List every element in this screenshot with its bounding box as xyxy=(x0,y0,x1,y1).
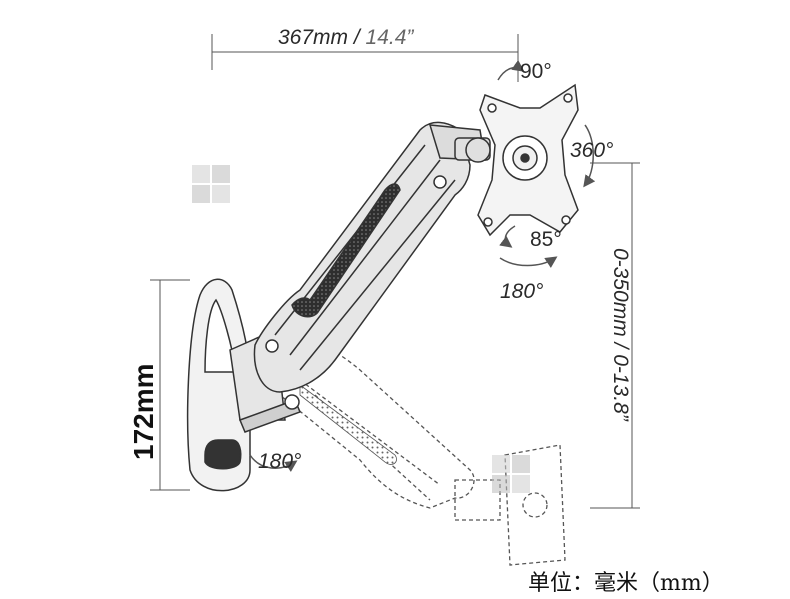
lowered-arm-mesh xyxy=(299,384,397,465)
motion-arrows xyxy=(249,59,596,472)
reach-dimension-line xyxy=(590,162,640,509)
vesa-plate xyxy=(477,83,579,237)
base-swivel-label: 180° xyxy=(258,450,302,473)
width-dimension-label: 367mm / 14.4” xyxy=(278,26,413,50)
unit-label: 单位：毫米（mm） xyxy=(528,571,724,596)
reach-dimension-label: 0-350mm / 0-13.8” xyxy=(609,248,632,421)
tilt-up-label: 90° xyxy=(520,60,552,83)
tilt-down-label: 85° xyxy=(530,228,562,251)
width-dimension-line xyxy=(211,34,519,82)
width-separator: / xyxy=(348,26,366,49)
watermark-logo-icon xyxy=(492,455,530,493)
watermark-logo-icon xyxy=(192,165,230,203)
height-dimension-line xyxy=(150,279,190,491)
width-in: 14.4” xyxy=(365,26,414,49)
tilt-joint xyxy=(454,137,491,163)
rotation-label: 360° xyxy=(570,139,614,162)
gas-spring-arm xyxy=(253,121,486,410)
head-swivel-label: 180° xyxy=(500,280,544,303)
width-mm: 367mm xyxy=(278,26,349,49)
height-dimension-label: 172mm xyxy=(128,363,159,460)
